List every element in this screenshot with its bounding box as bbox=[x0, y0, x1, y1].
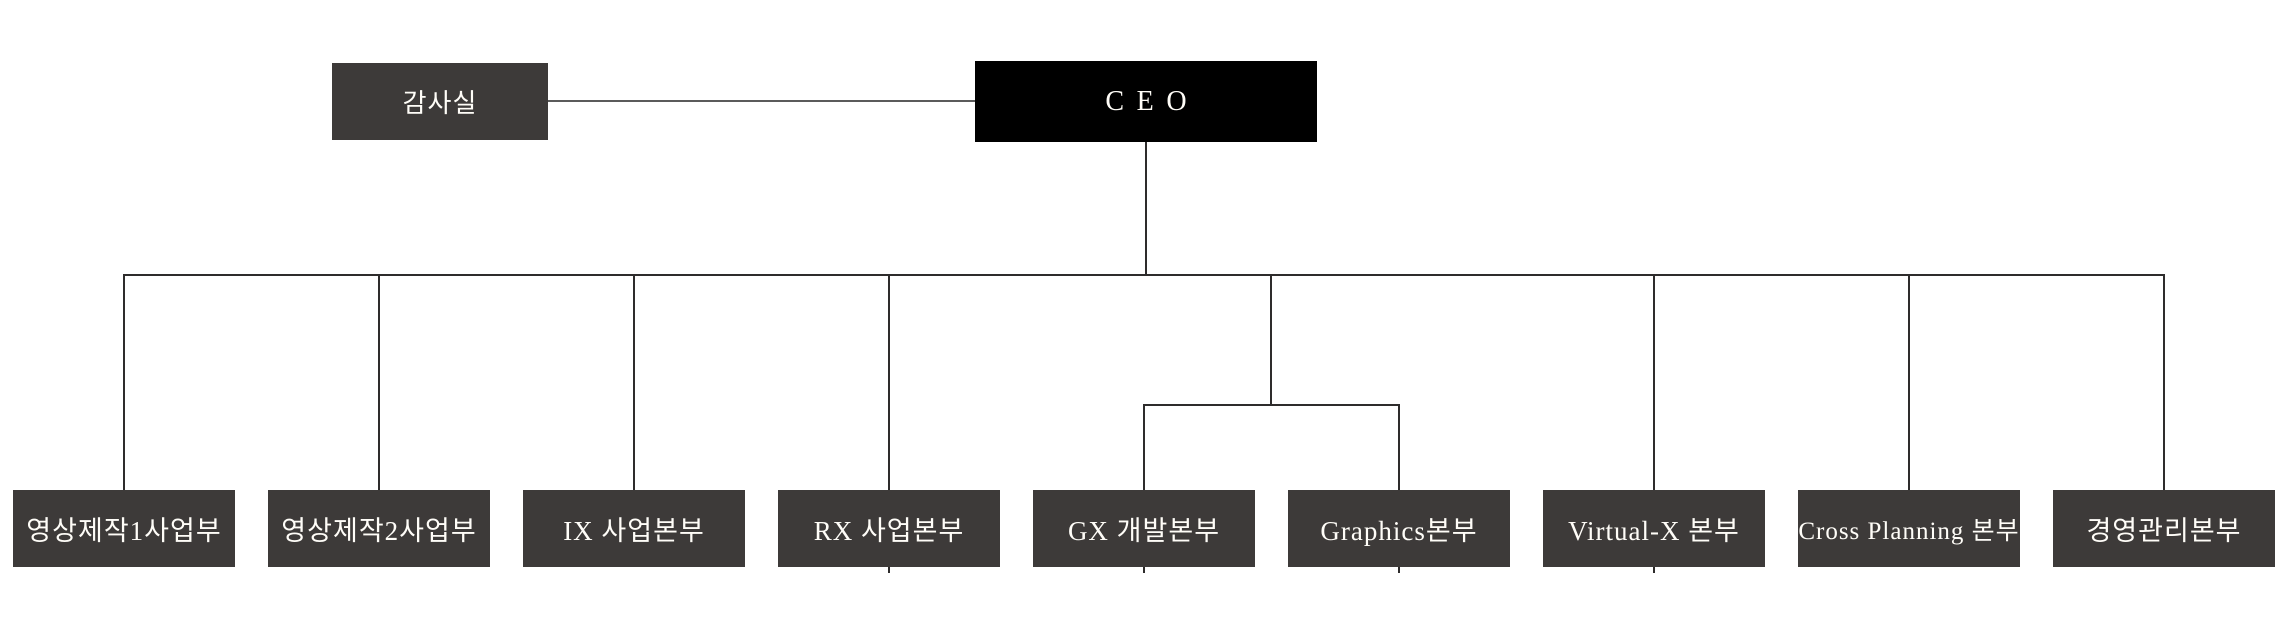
node-dept-virtual-x: Virtual-X 본부 bbox=[1543, 490, 1765, 567]
node-dept-ix-business: IX 사업본부 bbox=[523, 490, 745, 567]
stub-below-graphics bbox=[1398, 567, 1400, 573]
node-dept-cross-planning: Cross Planning 본부 bbox=[1798, 490, 2020, 567]
connector-drop-video-production-2 bbox=[378, 274, 380, 490]
node-dept-gx-development: GX 개발본부 bbox=[1033, 490, 1255, 567]
node-dept-rx-business: RX 사업본부 bbox=[778, 490, 1000, 567]
node-audit-office: 감사실 bbox=[332, 63, 548, 140]
connector-drop-virtual-x bbox=[1653, 274, 1655, 490]
connector-main-horizontal bbox=[123, 274, 2165, 276]
connector-sub-drop-graphics bbox=[1398, 404, 1400, 490]
connector-drop-cross-planning bbox=[1908, 274, 1910, 490]
node-dept-graphics: Graphics본부 bbox=[1288, 490, 1510, 567]
connector-sub-drop-gx bbox=[1143, 404, 1145, 490]
connector-ceo-drop bbox=[1145, 142, 1147, 275]
connector-staff-horizontal bbox=[548, 100, 975, 102]
node-dept-video-production-2: 영상제작2사업부 bbox=[268, 490, 490, 567]
node-ceo: CEO bbox=[975, 61, 1317, 142]
connector-drop-video-production-1 bbox=[123, 274, 125, 490]
connector-drop-ix-business bbox=[633, 274, 635, 490]
stub-below-gx bbox=[1143, 567, 1145, 573]
stub-below-virtual-x bbox=[1653, 567, 1655, 573]
connector-drop-management bbox=[2163, 274, 2165, 490]
connector-sub-branch-drop bbox=[1270, 274, 1272, 405]
connector-sub-horizontal bbox=[1143, 404, 1400, 406]
node-dept-video-production-1: 영상제작1사업부 bbox=[13, 490, 235, 567]
stub-below-rx bbox=[888, 567, 890, 573]
connector-drop-rx-business bbox=[888, 274, 890, 490]
node-dept-management: 경영관리본부 bbox=[2053, 490, 2275, 567]
